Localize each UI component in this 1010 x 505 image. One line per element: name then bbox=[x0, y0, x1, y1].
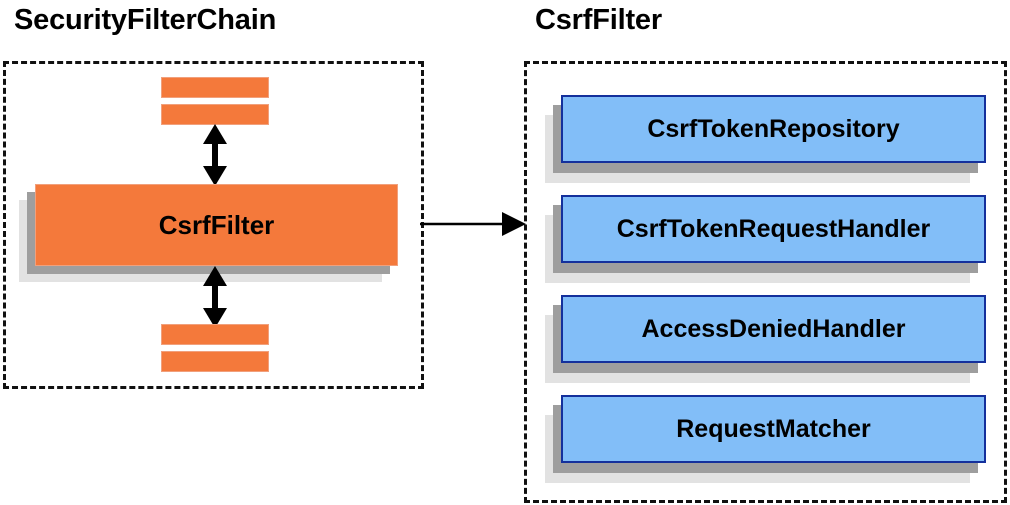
component-box-label: AccessDeniedHandler bbox=[641, 314, 906, 343]
component-box-csrf-token-request-handler[interactable]: CsrfTokenRequestHandler bbox=[561, 195, 986, 263]
component-box-access-denied-handler[interactable]: AccessDeniedHandler bbox=[561, 295, 986, 363]
csrf-filter-collaborators-container bbox=[524, 61, 1007, 503]
csrf-filter-box[interactable]: CsrfFilter bbox=[35, 184, 398, 266]
filter-bar-above-1 bbox=[161, 77, 269, 98]
filter-bar-below-1 bbox=[161, 324, 269, 345]
component-box-label: CsrfTokenRequestHandler bbox=[616, 214, 931, 243]
component-box-request-matcher[interactable]: RequestMatcher bbox=[561, 395, 986, 463]
page-title-csrf-filter: CsrfFilter bbox=[535, 4, 662, 36]
double-headed-vertical-arrow-icon-top bbox=[203, 124, 227, 186]
component-box-csrf-token-repository[interactable]: CsrfTokenRepository bbox=[561, 95, 986, 163]
double-headed-vertical-arrow-icon-bottom bbox=[203, 266, 227, 328]
csrf-filter-box-label: CsrfFilter bbox=[158, 209, 275, 240]
page-title-security-filter-chain: SecurityFilterChain bbox=[14, 4, 277, 36]
filter-bar-above-2 bbox=[161, 104, 269, 125]
right-arrow-icon bbox=[420, 212, 526, 236]
component-box-label: CsrfTokenRepository bbox=[647, 114, 900, 143]
filter-bar-below-2 bbox=[161, 351, 269, 372]
component-box-label: RequestMatcher bbox=[676, 414, 871, 443]
